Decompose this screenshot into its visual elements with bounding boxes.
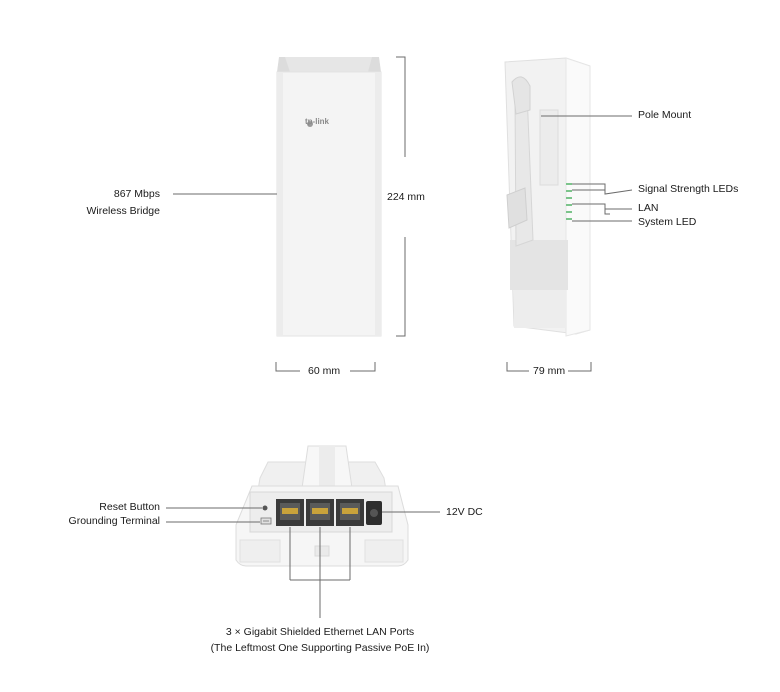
product-label-line-1: 867 Mbps xyxy=(113,188,160,200)
depth-dimension-label: 79 mm xyxy=(533,365,566,377)
ethernet-port-3 xyxy=(336,499,364,526)
width-dimension-lines xyxy=(275,362,376,372)
depth-dimension-lines xyxy=(506,362,592,372)
pole-mount-label: Pole Mount xyxy=(638,109,692,121)
ethernet-port-2 xyxy=(306,499,334,526)
tp-link-logo-text: tp-link xyxy=(305,117,329,126)
lan-led-label: LAN xyxy=(638,202,659,214)
signal-strength-leds-label: Signal Strength LEDs xyxy=(638,183,739,195)
product-label-line-2: Wireless Bridge xyxy=(86,205,160,217)
grounding-terminal-symbol xyxy=(260,517,272,525)
width-dimension-label: 60 mm xyxy=(308,365,341,377)
grounding-terminal-label: Grounding Terminal xyxy=(68,515,160,527)
height-dimension-label: 224 mm xyxy=(387,191,425,203)
ethernet-ports-label-line-2: (The Leftmost One Supporting Passive PoE… xyxy=(210,642,430,654)
reset-button-label: Reset Button xyxy=(99,501,160,513)
front-view-device xyxy=(276,57,382,337)
system-led-label: System LED xyxy=(638,216,697,228)
dc-power-jack xyxy=(366,501,382,525)
side-callout-leaders xyxy=(541,115,633,222)
bottom-callout-leaders xyxy=(166,507,440,618)
ethernet-ports-label-line-1: 3 × Gigabit Shielded Ethernet LAN Ports xyxy=(225,626,415,638)
reset-button-hole xyxy=(262,505,268,511)
side-view-device xyxy=(504,57,591,337)
ethernet-port-1 xyxy=(276,499,304,526)
height-dimension-lines xyxy=(396,56,406,337)
dc-power-label: 12V DC xyxy=(446,506,483,518)
tp-link-logo-icon xyxy=(307,121,313,127)
